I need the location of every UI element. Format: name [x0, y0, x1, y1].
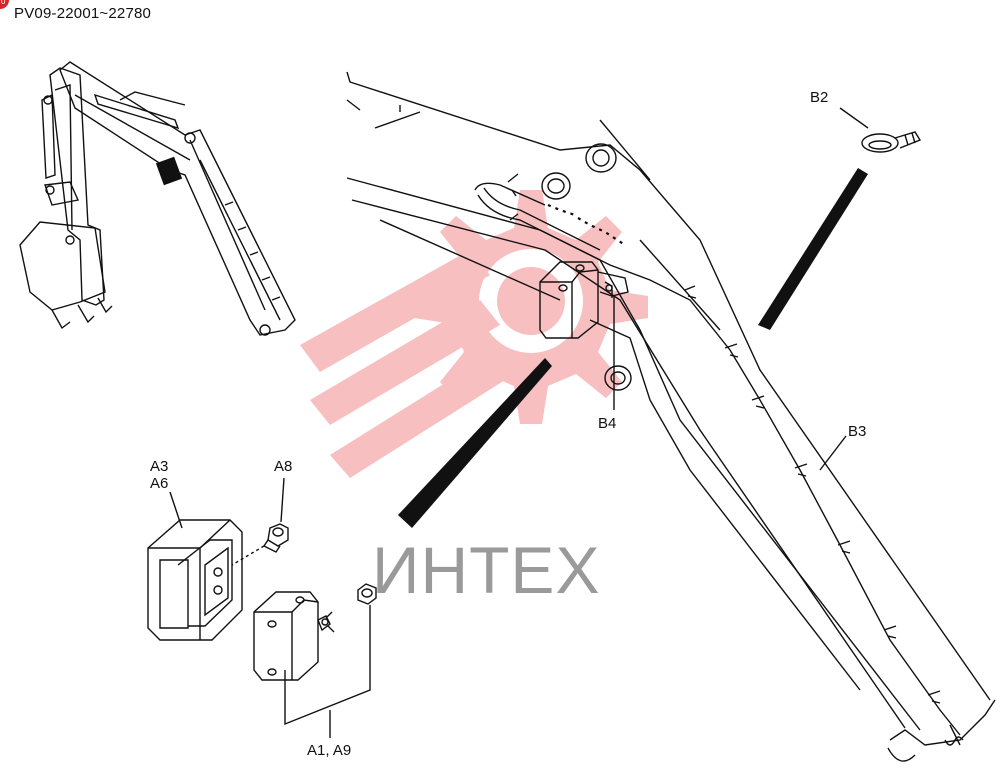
lamp-exploded-view	[147, 477, 377, 738]
callout-b4: B4	[598, 415, 617, 432]
callout-b3: B3	[848, 423, 867, 440]
watermark-text: ИНТЕХ	[372, 533, 601, 607]
callout-a3: A3	[150, 458, 169, 475]
excavator-overview	[19, 61, 296, 336]
corner-badge: 0	[0, 0, 9, 9]
cable-tie-b2	[861, 131, 922, 153]
callout-a6: A6	[150, 475, 169, 492]
boom-closeup	[346, 71, 996, 762]
corner-badge-text: 0	[1, 0, 6, 6]
pointer-wedge-lamp	[398, 358, 552, 528]
callout-b2: B2	[810, 89, 829, 106]
pointer-wedge-clamp	[758, 168, 868, 330]
callout-a1-a9: A1, A9	[307, 742, 352, 759]
serial-range: PV09-22001~22780	[14, 5, 152, 22]
callout-a8: A8	[274, 458, 293, 475]
